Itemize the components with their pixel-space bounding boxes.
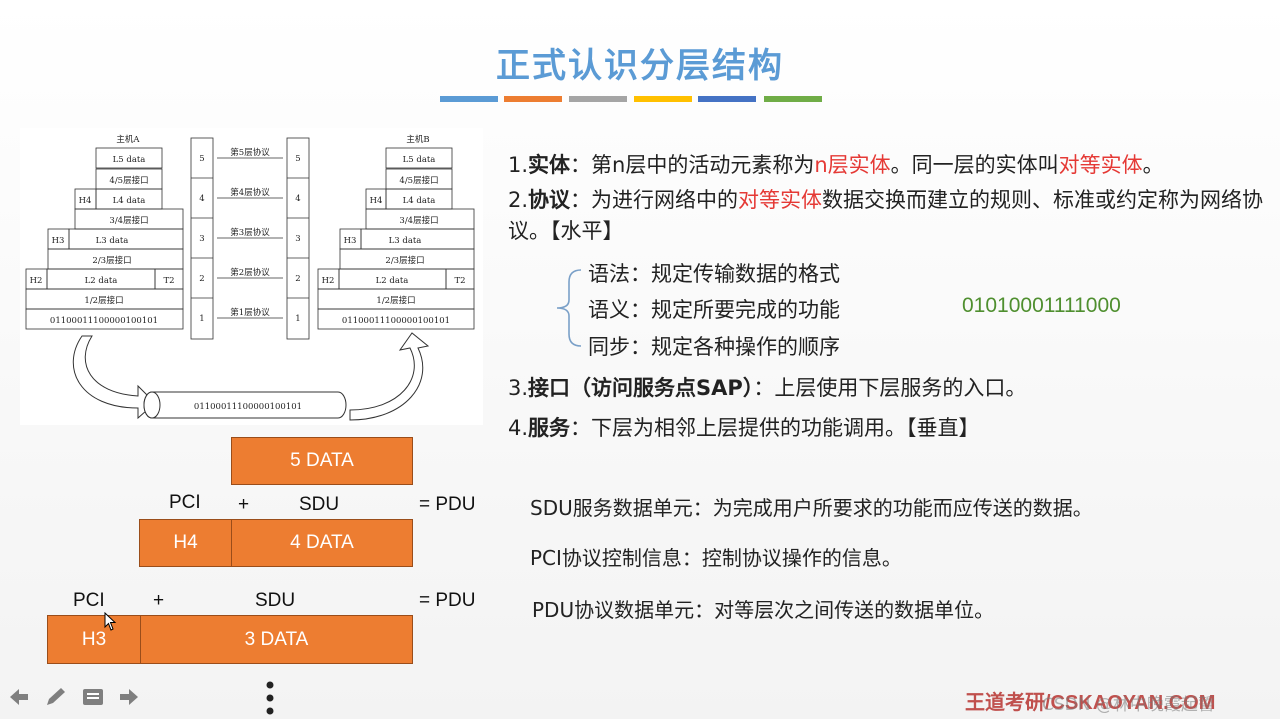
b-t2: T2 [454, 276, 465, 286]
accent-bar-gray [569, 96, 627, 102]
box-h3: H3 [47, 615, 141, 664]
b-h4: H4 [370, 196, 383, 206]
b-l5: L5 data [403, 155, 436, 165]
bullet-protocol: 2.协议：为进行网络中的对等实体数据交换而建立的规则、标准或约定称为网络协议。【… [508, 188, 1264, 243]
box-h4: H4 [139, 519, 232, 567]
b-l3: L3 data [389, 236, 422, 246]
b-12: 1/2层接口 [376, 295, 415, 306]
binary-example: 01010001111000 [962, 294, 1121, 317]
a-h3: H3 [52, 236, 65, 246]
a-23: 2/3层接口 [92, 255, 131, 266]
layer-num-b-5: 5 [295, 154, 300, 164]
b-23: 2/3层接口 [385, 255, 424, 266]
accent-bar-orange [504, 96, 562, 102]
host-b-label: 主机B [406, 134, 429, 145]
protocol-1: 第1层协议 [230, 307, 270, 318]
more-vertical-icon [266, 681, 274, 715]
plus-label-1: + [238, 494, 250, 515]
a-l2: L2 data [85, 276, 118, 286]
next-slide-button[interactable] [118, 686, 140, 712]
medium-cylinder [143, 391, 347, 419]
sub-syntax: 语法：规定传输数据的格式 [588, 262, 840, 286]
accent-bar-yellow [634, 96, 692, 102]
mouse-cursor-icon [104, 612, 117, 631]
box-3-data: 3 DATA [140, 615, 413, 664]
a-t2: T2 [163, 276, 174, 286]
layer-num-b-1: 1 [295, 314, 300, 324]
b-45: 4/5层接口 [399, 175, 438, 186]
b-h2: H2 [322, 276, 335, 286]
slide-menu-button[interactable] [82, 686, 104, 712]
protocol-4: 第4层协议 [230, 187, 270, 198]
pci-label-2: PCI [73, 590, 105, 611]
medium-bits: 01100011100000100101 [194, 402, 302, 412]
curved-arrow-left [72, 335, 156, 420]
b-bits: 01100011100000100101 [342, 316, 450, 326]
eq-pdu-label-1: = PDU [419, 494, 476, 515]
accent-bar-green [764, 96, 822, 102]
def-pci: PCI协议控制信息：控制协议操作的信息。 [530, 546, 902, 570]
a-h2: H2 [30, 276, 43, 286]
protocol-3: 第3层协议 [230, 227, 270, 238]
definition-list: 1.实体：第n层中的活动元素称为n层实体。同一层的实体叫对等实体。 2.协议：为… [508, 150, 1268, 247]
host-a-label: 主机A [116, 134, 140, 145]
eq-pdu-label-2: = PDU [419, 590, 476, 611]
accent-bar-navy [698, 96, 756, 102]
b-l4: L4 data [403, 196, 436, 206]
sub-synchronization: 同步：规定各种操作的顺序 [588, 335, 840, 359]
layer-num-a-1: 1 [199, 314, 204, 324]
a-34: 3/4层接口 [109, 215, 148, 226]
sdu-label-1: SDU [299, 494, 340, 515]
slide-title: 正式认识分层结构 [496, 46, 784, 86]
a-l4: L4 data [113, 196, 146, 206]
a-l3: L3 data [96, 236, 129, 246]
pci-label-1: PCI [169, 492, 201, 513]
prev-slide-button[interactable] [8, 686, 30, 712]
accent-bar-blue [440, 96, 498, 102]
bullet-interface: 3.接口（访问服务点SAP）：上层使用下层服务的入口。 [508, 376, 1027, 400]
a-l5: L5 data [113, 155, 146, 165]
sdu-label-2: SDU [255, 590, 296, 611]
b-l2: L2 data [376, 276, 409, 286]
a-bits: 01100011100000100101 [50, 316, 158, 326]
protocol-2: 第2层协议 [230, 267, 270, 278]
layer-num-b-4: 4 [295, 194, 300, 204]
box-4-data: 4 DATA [231, 519, 413, 567]
sub-semantics: 语义：规定所要完成的功能 [588, 298, 840, 322]
a-h4: H4 [79, 196, 92, 206]
layer-num-a-5: 5 [199, 154, 204, 164]
b-34: 3/4层接口 [399, 215, 438, 226]
pen-tool-button[interactable] [44, 686, 68, 712]
arrow-left-icon [10, 689, 28, 705]
slides-icon [83, 689, 103, 705]
layer-num-a-3: 3 [199, 234, 204, 244]
bullet-entity: 1.实体：第n层中的活动元素称为n层实体。同一层的实体叫对等实体。 [508, 153, 1164, 177]
layer-num-b-2: 2 [295, 274, 300, 284]
box-5-data: 5 DATA [231, 437, 413, 485]
more-options-button[interactable] [262, 680, 278, 720]
layer-num-a-4: 4 [199, 194, 204, 204]
a-12: 1/2层接口 [84, 295, 123, 306]
layer-num-b-3: 3 [295, 234, 300, 244]
arrow-right-icon [120, 689, 138, 705]
bullet-service: 4.服务：下层为相邻上层提供的功能调用。【垂直】 [508, 416, 980, 440]
brand-footer: 王道考研/CSKAOYAN.COM [965, 692, 1216, 714]
protocol-5: 第5层协议 [230, 147, 270, 158]
curved-arrow-right [349, 332, 430, 421]
layer-diagram: 主机A L5 data 4/5层接口 H4 L4 data 3/4层接口 H3 … [20, 128, 483, 425]
watermark: CSDN @林中晚霞起誓 [1042, 695, 1215, 715]
layer-num-a-2: 2 [199, 274, 204, 284]
pen-icon [47, 688, 65, 705]
brace-icon [556, 269, 582, 347]
b-h3: H3 [344, 236, 357, 246]
def-pdu: PDU协议数据单元：对等层次之间传送的数据单位。 [532, 598, 995, 622]
def-sdu: SDU服务数据单元：为完成用户所要求的功能而应传送的数据。 [530, 496, 1093, 520]
a-45: 4/5层接口 [109, 175, 148, 186]
plus-label-2: + [153, 590, 165, 611]
